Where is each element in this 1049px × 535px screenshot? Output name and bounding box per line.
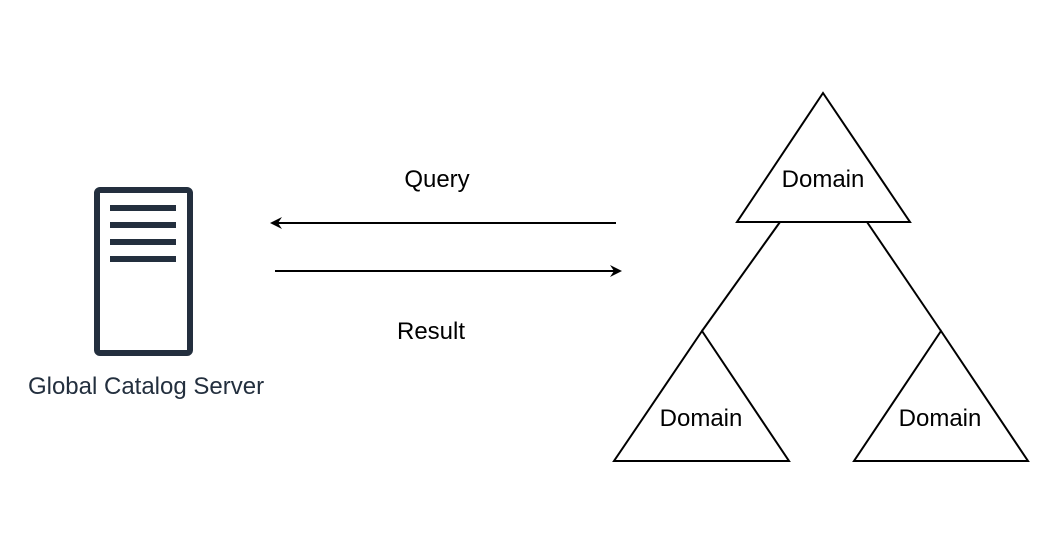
server-icon <box>94 187 193 356</box>
query-label: Query <box>404 166 469 193</box>
domain-left-triangle <box>612 329 791 462</box>
domain-root-triangle <box>735 91 912 223</box>
connector-right <box>866 221 942 332</box>
result-label: Result <box>397 318 465 345</box>
server-label: Global Catalog Server <box>28 373 264 400</box>
connector-left <box>701 221 781 332</box>
domain-right-label: Domain <box>899 405 982 432</box>
domain-root-label: Domain <box>782 166 865 193</box>
domain-left-label: Domain <box>660 405 743 432</box>
domain-right-triangle <box>852 329 1030 462</box>
